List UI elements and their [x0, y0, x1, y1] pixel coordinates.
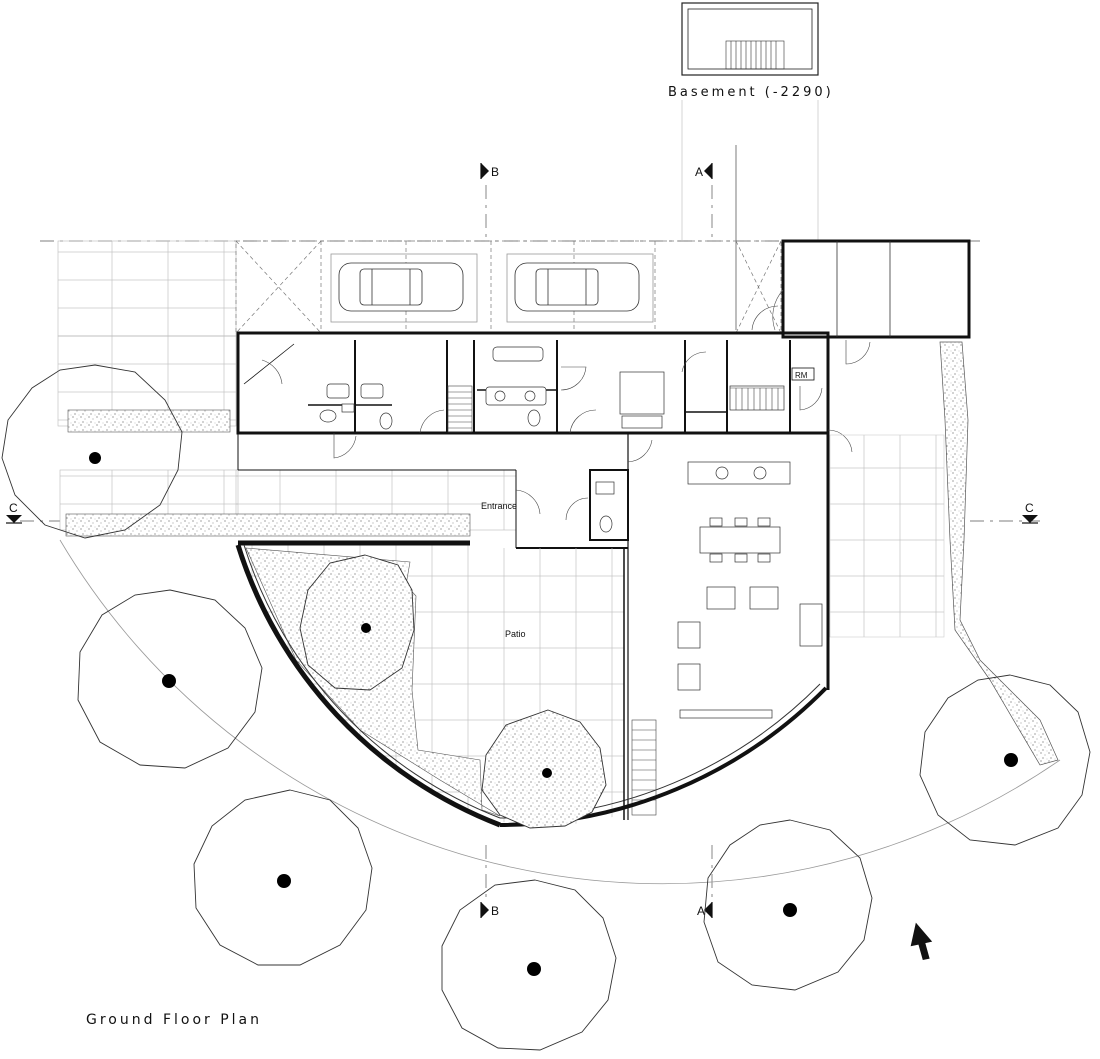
room-label-entrance: Entrance: [481, 501, 517, 511]
section-marker-icon: [480, 163, 489, 179]
room-label-rm: RM: [795, 371, 808, 380]
basement-title: Basement (-2290): [668, 85, 834, 100]
section-label-c-right: C: [1025, 501, 1034, 515]
section-marker-icon: [704, 163, 713, 179]
shed: [772, 239, 971, 339]
tree-icon: [919, 674, 1091, 846]
section-label-a-bottom: A: [697, 904, 705, 918]
north-arrow-icon: [910, 922, 933, 961]
entry-planting-strip: [65, 513, 471, 537]
carport: [235, 240, 782, 334]
section-marker-icon: [6, 515, 22, 524]
car-icon: [506, 253, 654, 323]
section-marker-icon: [704, 902, 713, 918]
section-marker-icon: [1022, 515, 1038, 524]
tree-icon: [481, 709, 607, 829]
car-icon: [330, 253, 478, 323]
rm-box: [791, 367, 815, 381]
tree-icon: [193, 789, 373, 966]
basement-inset: [681, 2, 819, 240]
section-label-a-top: A: [695, 165, 703, 179]
tree-icon: [299, 554, 415, 691]
east-planting-strip: [939, 341, 1059, 766]
section-label-c-left: C: [9, 501, 18, 515]
tree-icon: [77, 589, 263, 769]
fixtures: [319, 346, 785, 533]
tree-icon: [441, 879, 617, 1051]
drawing-title: Ground Floor Plan: [86, 1012, 262, 1028]
tree-icon: [1, 364, 183, 539]
west-planting-strip: [67, 409, 231, 433]
patio: [70, 519, 828, 828]
tree-icon: [703, 819, 873, 991]
kitchen-furniture: [677, 461, 823, 719]
stairs: [447, 385, 784, 816]
room-label-patio: Patio: [505, 629, 526, 639]
east-terrace: [829, 434, 945, 638]
section-label-b-bottom: B: [491, 904, 499, 918]
section-label-b-top: B: [491, 165, 499, 179]
doors: [261, 305, 871, 521]
section-marker-icon: [480, 902, 489, 918]
